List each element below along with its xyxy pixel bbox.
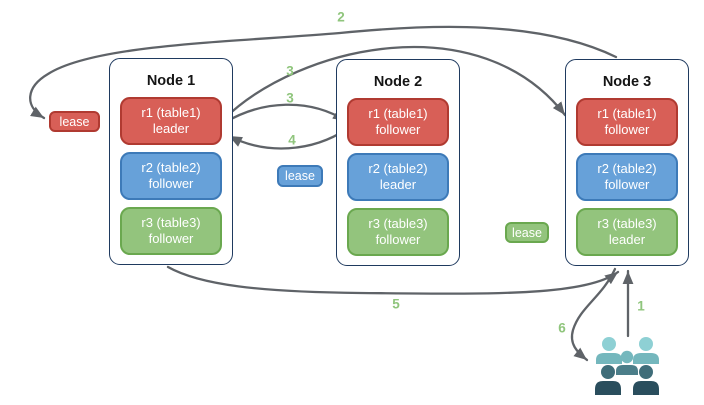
replica-role: follower: [604, 177, 650, 192]
step-label-5: 5: [392, 296, 400, 312]
replica-name: r1 (table1): [597, 105, 657, 121]
node-3-replica-r2: r2 (table2) follower: [576, 153, 678, 201]
node-1-replica-r2: r2 (table2) follower: [120, 152, 222, 200]
node-1-title: Node 1: [146, 73, 196, 89]
arrow-6-node3-to-client: [570, 267, 617, 362]
node-3-panel: Node 3 r1 (table1) follower r2 (table2) …: [565, 59, 689, 266]
replica-role: follower: [148, 176, 194, 191]
replica-role: leader: [379, 177, 417, 192]
replica-name: r1 (table1): [368, 105, 428, 121]
node-2-panel: Node 2 r1 (table1) follower r2 (table2) …: [336, 59, 460, 266]
step-label-2: 2: [337, 9, 345, 25]
node-1-replica-r1: r1 (table1) leader: [120, 97, 222, 145]
step-label-3a: 3: [286, 63, 294, 79]
node-1-replica-r3: r3 (table3) follower: [120, 207, 222, 255]
arrow-4-node2-to-leader: [227, 127, 349, 150]
node-1-panel: Node 1 r1 (table1) leader r2 (table2) fo…: [109, 58, 233, 265]
replica-name: r1 (table1): [141, 104, 201, 120]
node-3-replica-r1: r1 (table1) follower: [576, 98, 678, 146]
replica-role: leader: [608, 232, 646, 247]
replica-role: follower: [375, 232, 421, 247]
replica-role: leader: [152, 121, 190, 136]
replica-role: follower: [148, 231, 194, 246]
step-label-3b: 3: [286, 90, 294, 106]
arrow-5-node1-to-node3: [166, 265, 620, 295]
lease-badge-r3: lease: [505, 222, 549, 243]
replica-name: r2 (table2): [141, 159, 201, 175]
lease-badge-r1: lease: [49, 111, 100, 132]
node-2-replica-r3: r3 (table3) follower: [347, 208, 449, 256]
node-2-replica-r2: r2 (table2) leader: [347, 153, 449, 201]
replica-name: r2 (table2): [368, 160, 428, 176]
people-group-icon: [595, 337, 659, 395]
replica-name: r3 (table3): [141, 214, 201, 230]
replica-name: r2 (table2): [597, 160, 657, 176]
step-label-1: 1: [637, 298, 645, 314]
arrow-2-node3-to-lease1: [29, 25, 618, 120]
node-3-replica-r3: r3 (table3) leader: [576, 208, 678, 256]
node-2-replica-r1: r1 (table1) follower: [347, 98, 449, 146]
replica-name: r3 (table3): [597, 215, 657, 231]
lease-badge-r2: lease: [277, 165, 323, 187]
arrow-3-leader-to-node3-follower: [222, 45, 567, 121]
replica-role: follower: [375, 122, 421, 137]
replica-name: r3 (table3): [368, 215, 428, 231]
step-label-6: 6: [558, 320, 566, 336]
node-3-title: Node 3: [602, 74, 652, 90]
step-label-4: 4: [288, 132, 296, 148]
node-2-title: Node 2: [373, 74, 423, 90]
replica-role: follower: [604, 122, 650, 137]
arrow-3-leader-to-node2-follower: [222, 103, 348, 125]
